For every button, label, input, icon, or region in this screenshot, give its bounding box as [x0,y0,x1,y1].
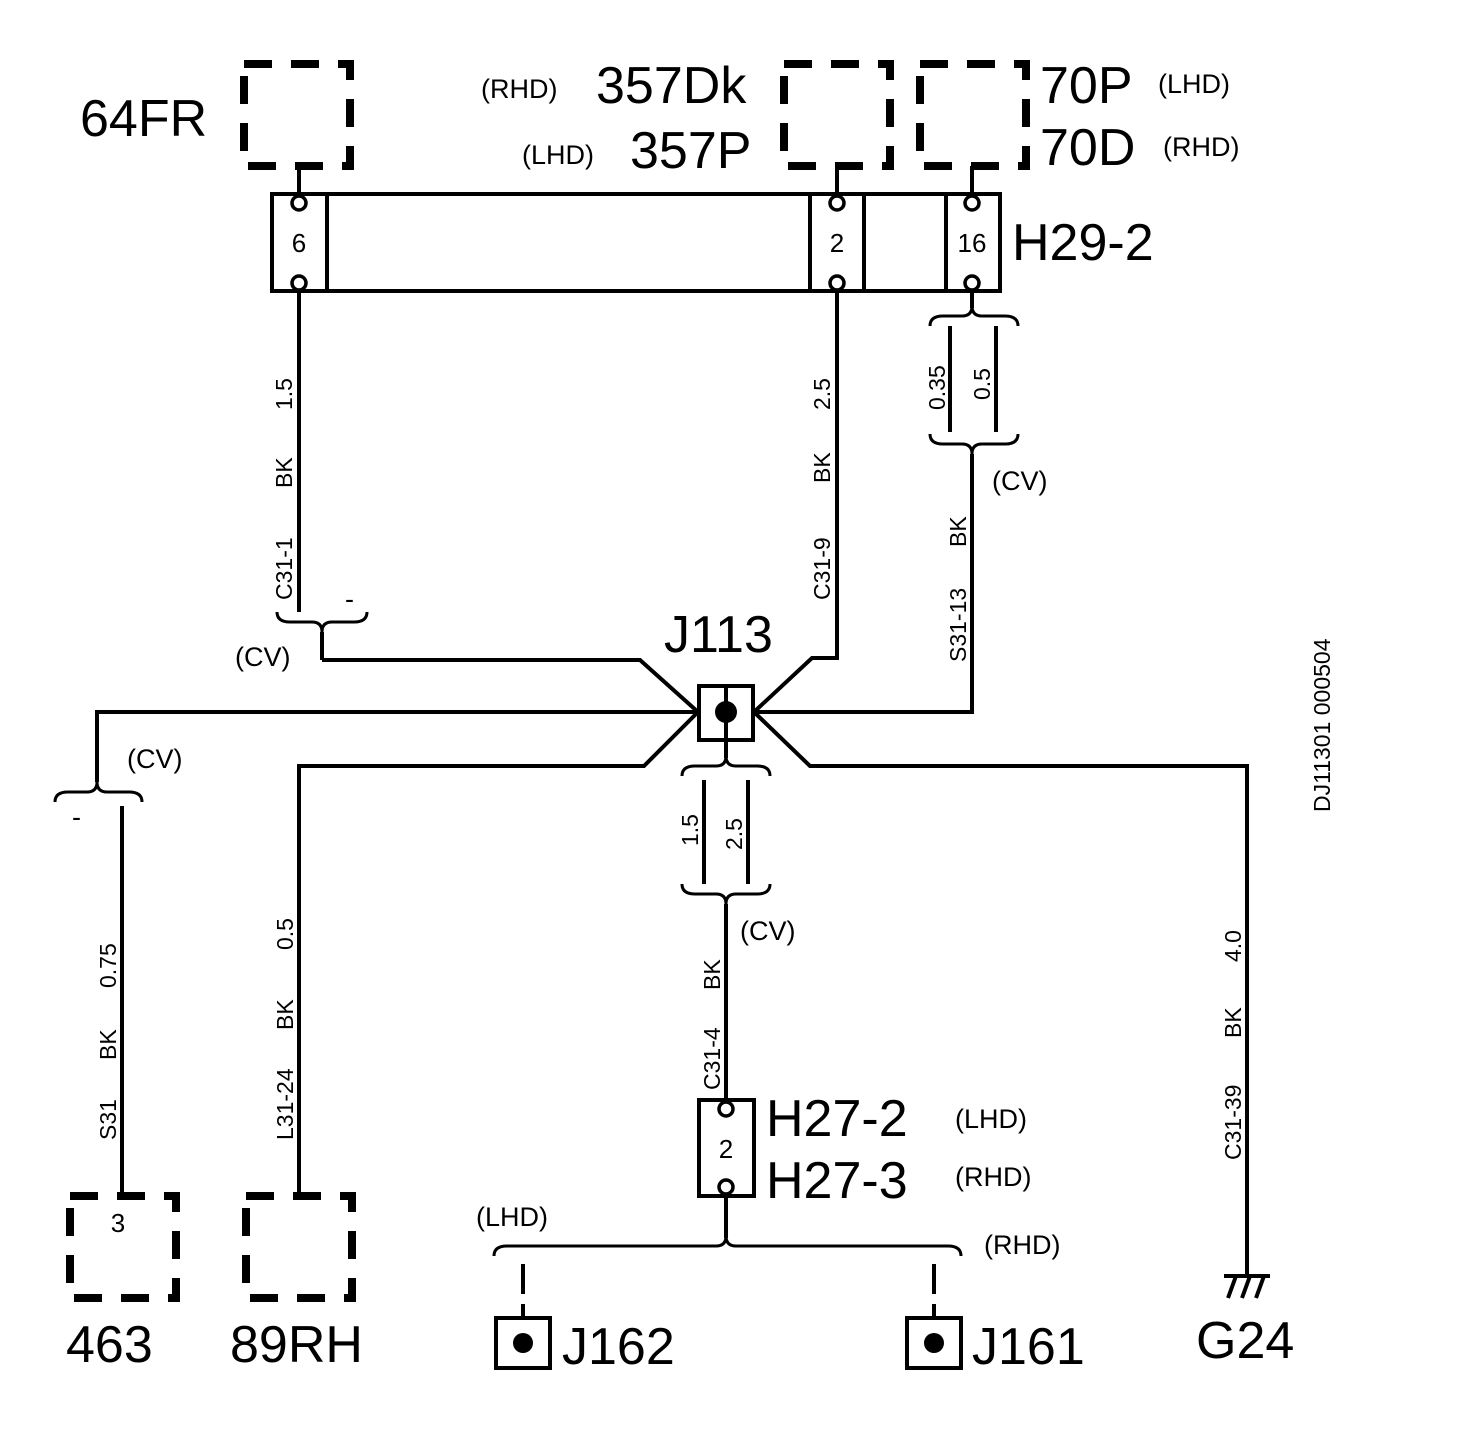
wire-c31-39-circuit: C31-39 [1220,1085,1246,1160]
variant-lhd-70p: (LHD) [1158,69,1230,99]
component-357: (RHD) 357Dk (LHD) 357P [481,57,894,180]
connector-h27: 2 H27-2 (LHD) H27-3 (RHD) [697,1090,1031,1210]
variant-lhd-357p: (LHD) [522,140,594,170]
wire-c31-4-size-b: 2.5 [721,818,747,850]
h29-pin-16: 16 [958,228,987,258]
splice-j162-label: J162 [562,1318,675,1376]
wire-s31-13: (CV) 0.35 0.5 S31-13 BK [756,290,1048,714]
wire-s31-13-cv: (CV) [992,466,1048,496]
wire-c31-4-cv: (CV) [740,916,796,946]
h27-pin-2: 2 [719,1134,733,1164]
wire-c31-1-size: 1.5 [271,378,297,410]
component-70p-label: 70P [1040,57,1133,115]
wire-c31-9-size: 2.5 [809,378,835,410]
component-463-pin: 3 [111,1208,125,1238]
wire-l31-24-circuit: L31-24 [272,1068,298,1140]
wire-s31: (CV) - S31 BK 0.75 [53,710,698,1196]
variant-lhd-j162: (LHD) [476,1202,548,1232]
wire-s31-minus: - [72,802,81,832]
ground-g24: G24 [1196,1274,1294,1370]
wire-l31-24-color: BK [272,999,298,1030]
doc-id: DJ11301 000504 [1309,638,1335,812]
wire-c31-9: C31-9 BK 2.5 [752,290,839,714]
splice-j162: J162 [494,1316,675,1376]
connector-h29-label: H29-2 [1012,214,1154,272]
wire-c31-1-minus: - [345,584,354,614]
component-89rh-label: 89RH [230,1316,363,1374]
variant-rhd-j161: (RHD) [984,1230,1060,1260]
h29-pin-6: 6 [292,228,306,258]
wire-c31-1: - (CV) C31-1 BK 1.5 [235,290,700,714]
variant-rhd-357dk: (RHD) [481,74,557,104]
component-463-label: 463 [66,1316,153,1374]
wire-s31-circuit: S31 [95,1099,121,1140]
wire-c31-4-size-a: 1.5 [677,814,703,846]
wire-s31-size: 0.75 [95,943,121,988]
variant-rhd-70d: (RHD) [1163,132,1239,162]
wire-l31-24: L31-24 BK 0.5 [272,710,700,1196]
wire-c31-4-circuit: C31-4 [699,1027,725,1090]
wire-s31-13-circuit: S31-13 [945,588,971,662]
wire-c31-4-color: BK [699,959,725,990]
component-357p-label: 357P [630,122,751,180]
variant-lhd-h27: (LHD) [955,1104,1027,1134]
component-70d-label: 70D [1040,119,1135,177]
wire-c31-39-color: BK [1220,1007,1246,1038]
wire-c31-9-color: BK [809,452,835,483]
component-463: 3 463 [66,1192,180,1374]
connector-h27-2-label: H27-2 [766,1090,908,1148]
branch-j162-j161: (LHD) (RHD) [476,1196,1060,1318]
component-89rh: 89RH [230,1192,363,1374]
splice-j161: J161 [905,1316,1085,1376]
wire-s31-color: BK [95,1029,121,1060]
wire-s31-13-color: BK [945,516,971,547]
wire-c31-1-cv: (CV) [235,642,291,672]
connector-h29-2: 6 2 16 H29-2 [270,192,1154,293]
wire-c31-9-circuit: C31-9 [809,537,835,600]
component-70: 70P (LHD) 70D (RHD) [916,57,1239,177]
connector-h27-3-label: H27-3 [766,1152,908,1210]
component-357dk-label: 357Dk [596,57,747,115]
doc-id-text: DJ11301 000504 [1309,638,1335,812]
wire-c31-4: (CV) 1.5 2.5 C31-4 BK [677,740,796,1100]
wire-s31-13-size-a: 0.35 [924,365,950,410]
wire-c31-1-circuit: C31-1 [271,537,297,600]
wire-l31-24-size: 0.5 [272,918,298,950]
ground-g24-label: G24 [1196,1312,1294,1370]
component-64fr: 64FR [80,60,354,170]
wire-s31-13-size-b: 0.5 [969,368,995,400]
wire-c31-1-color: BK [271,457,297,488]
wire-s31-cv: (CV) [127,744,183,774]
splice-j161-label: J161 [972,1318,1085,1376]
wire-c31-39-size: 4.0 [1220,930,1246,962]
h29-pin-2: 2 [830,228,844,258]
splice-j113-label: J113 [664,606,773,664]
variant-rhd-h27: (RHD) [955,1162,1031,1192]
wire-c31-39: C31-39 BK 4.0 [752,710,1249,1276]
splice-j113: J113 [664,606,773,742]
component-64fr-label: 64FR [80,90,207,148]
